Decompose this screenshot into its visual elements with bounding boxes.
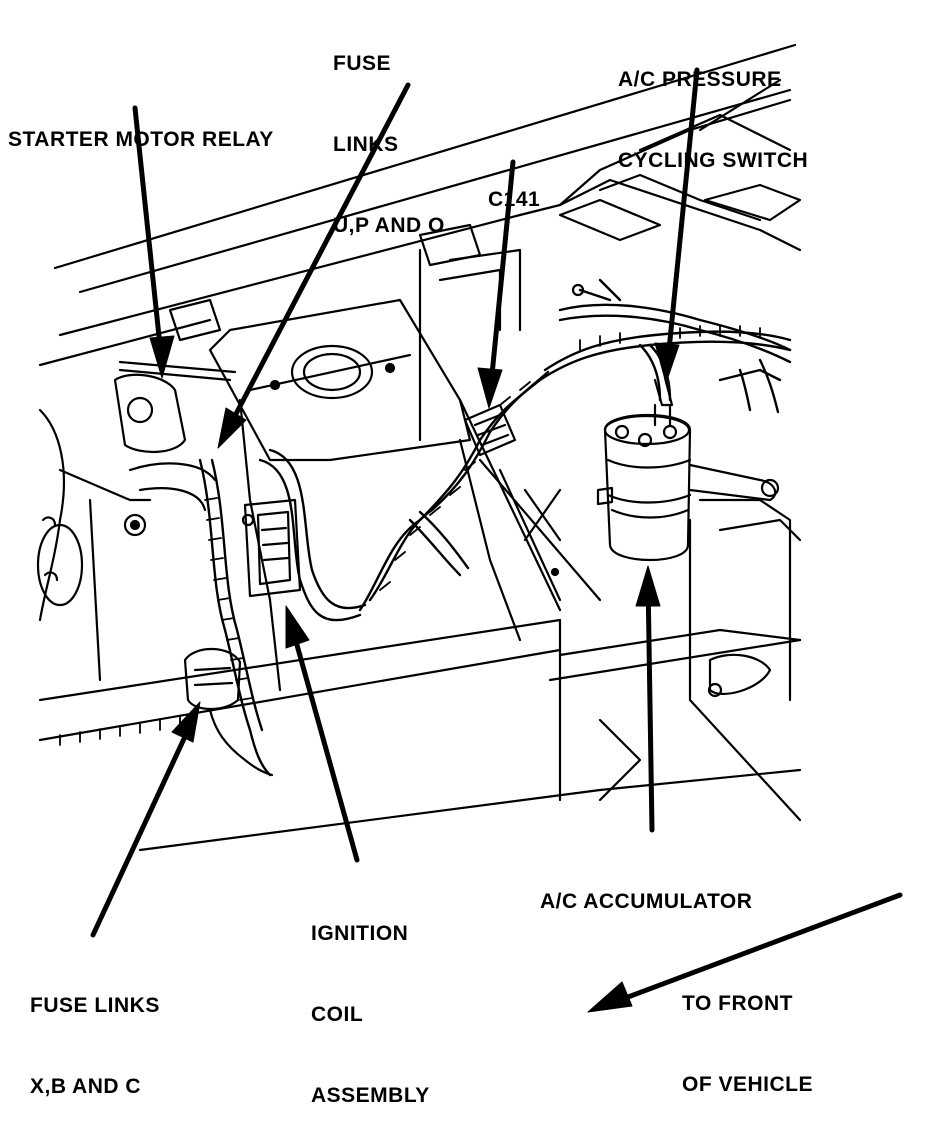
label-to-front-line-2: OF VEHICLE: [682, 1073, 814, 1096]
arrow-ac-accumulator: [645, 577, 655, 833]
arrowhead-c141: [477, 367, 503, 409]
arrow-ac-pressure-switch: [664, 67, 700, 373]
ac-accumulator-body: [596, 376, 780, 561]
arrowhead-ignition-coil: [285, 605, 310, 649]
c141-connector-body: [463, 403, 517, 457]
label-c141-text: C141: [488, 188, 541, 211]
arrowhead-ac-pressure-switch: [654, 342, 680, 384]
strut-tower: [208, 298, 522, 692]
arrowhead-to-front: [587, 981, 633, 1013]
label-ac-pressure-line-2: CYCLING SWITCH: [618, 149, 809, 172]
arrowhead-fuse-links-upo: [217, 407, 247, 449]
label-fuse-links-xbc-line-2: X,B AND C: [30, 1075, 142, 1098]
label-ac-pressure-line-1: A/C PRESSURE: [618, 68, 782, 91]
label-fuse-links-upo-line-2: LINKS: [333, 133, 399, 156]
label-ignition-coil-line-3: ASSEMBLY: [311, 1084, 430, 1107]
arrow-starter-motor-relay: [132, 105, 165, 368]
label-starter-motor-relay-text: STARTER MOTOR RELAY: [8, 128, 274, 151]
label-fuse-links-xbc: FUSE LINKS X,B AND C: [30, 938, 160, 1127]
starter-relay-body: [36, 360, 237, 607]
label-fuse-links-upo-line-3: U,P AND O: [333, 214, 445, 237]
label-fuse-links-upo-line-1: FUSE: [333, 52, 392, 75]
arrow-ignition-coil: [287, 617, 360, 863]
engine-compartment-diagram: [36, 43, 903, 1013]
leader-arrows: [90, 67, 903, 1003]
label-ignition-coil-line-2: COIL: [311, 1003, 364, 1026]
label-starter-motor-relay: STARTER MOTOR RELAY: [8, 72, 274, 180]
label-fuse-links-xbc-line-1: FUSE LINKS: [30, 994, 160, 1017]
label-ignition-coil-line-1: IGNITION: [311, 922, 409, 945]
ignition-coil-body: [241, 498, 302, 598]
label-to-front-of-vehicle: TO FRONT OF VEHICLE: [682, 936, 813, 1125]
label-to-front-line-1: TO FRONT: [682, 992, 793, 1015]
arrow-c141: [487, 159, 516, 398]
arrow-fuse-links-xbc: [90, 712, 198, 938]
arrow-to-front: [617, 892, 903, 1003]
label-fuse-links-upo: FUSE LINKS U,P AND O: [333, 0, 445, 266]
arrowheads: [149, 335, 680, 1013]
arrowhead-starter-motor-relay: [149, 335, 175, 379]
arrowhead-fuse-links-xbc: [171, 701, 201, 743]
label-ac-accumulator-text: A/C ACCUMULATOR: [540, 890, 753, 913]
arrow-fuse-links-upo: [222, 82, 411, 438]
harness-wrap-marks: [59, 325, 761, 746]
label-ac-pressure-cycling-switch: A/C PRESSURE CYCLING SWITCH: [618, 12, 808, 201]
label-c141: C141: [488, 132, 540, 240]
hardware-details: [41, 283, 772, 698]
label-ignition-coil-assembly: IGNITION COIL ASSEMBLY: [311, 866, 430, 1136]
arrowhead-ac-accumulator: [635, 565, 661, 607]
label-ac-accumulator: A/C ACCUMULATOR: [540, 834, 752, 942]
